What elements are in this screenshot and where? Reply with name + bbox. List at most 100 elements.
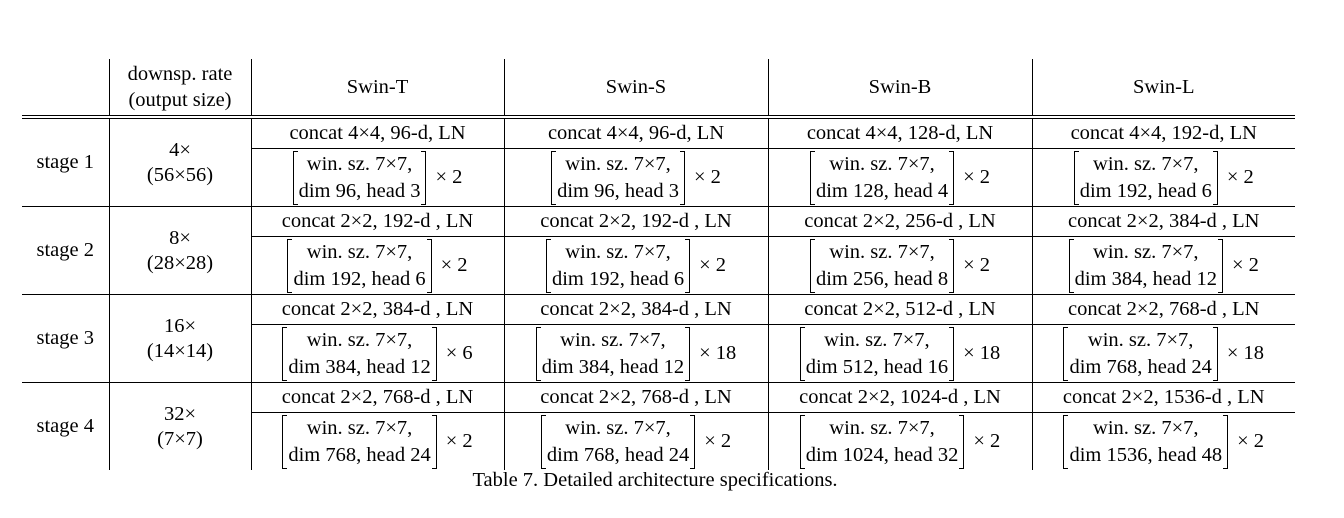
block-cell: win. sz. 7×7, dim 768, head 24 × 2: [503, 412, 768, 470]
block-dim-head: dim 1536, head 48: [1069, 443, 1223, 466]
bracket-matrix: win. sz. 7×7, dim 384, head 12: [535, 326, 691, 381]
stage-label: stage 4: [36, 415, 95, 437]
block-cell: win. sz. 7×7, dim 1536, head 48 × 2: [1031, 412, 1295, 470]
block-dim-head: dim 192, head 6: [1079, 179, 1212, 202]
block-cell: win. sz. 7×7, dim 384, head 12 × 18: [503, 324, 768, 383]
block-window-size: win. sz. 7×7,: [560, 328, 666, 351]
stage-downsample-cell: 32×(7×7): [108, 382, 251, 470]
block-window-size: win. sz. 7×7,: [565, 416, 671, 439]
stage-output-size: (14×14): [146, 339, 214, 362]
block-window-size: win. sz. 7×7,: [306, 152, 413, 175]
concat-cell: concat 2×2, 192-d , LN: [503, 206, 768, 237]
block-window-size: win. sz. 7×7,: [1093, 240, 1199, 263]
block-repeat: × 2: [1237, 430, 1265, 452]
stage-label: stage 3: [22, 294, 109, 383]
stage-downsample-cell: 16×(14×14): [108, 294, 251, 383]
concat-cell: concat 2×2, 768-d , LN: [250, 382, 504, 413]
bracket-matrix: win. sz. 7×7,dim 96, head 3: [551, 150, 685, 205]
block-cell: win. sz. 7×7,dim 256, head 8× 2: [767, 236, 1032, 295]
bracket-matrix: win. sz. 7×7, dim 1536, head 48: [1063, 414, 1229, 469]
concat-cell: concat 2×2, 768-d , LN: [1031, 294, 1295, 325]
concat-cell: concat 2×2, 384-d , LN: [250, 294, 504, 325]
header-swin-s: Swin-S: [503, 59, 768, 119]
bracket-matrix: win. sz. 7×7, dim 384, head 12: [1068, 238, 1223, 293]
block-window-size: win. sz. 7×7,: [829, 240, 935, 263]
bracket-matrix: win. sz. 7×7, dim 256, head 8: [809, 238, 955, 293]
bracket-matrix: win. sz. 7×7,dim 192, head 6: [1073, 150, 1218, 205]
block-dim-head: dim 256, head 8: [815, 267, 949, 290]
block-cell: win. sz. 7×7,dim 768, head 24 × 18: [1031, 324, 1295, 383]
block-spec: win. sz. 7×7, dim 384, head 12 × 18: [535, 326, 737, 381]
block-spec: win. sz. 7×7,dim 1024, head 32× 2: [799, 414, 1000, 469]
block-cell: win. sz. 7×7,dim 192, head 6× 2: [503, 236, 768, 295]
block-dim-head: dim 512, head 16: [805, 355, 949, 378]
block-dim-head: dim 384, head 12: [1074, 267, 1217, 290]
block-dim-head: dim 384, head 12: [288, 355, 431, 378]
stage-label: stage 2: [22, 206, 109, 295]
header-row: downsp. rate (output size) Swin-T Swin-S…: [22, 59, 1295, 119]
header-swin-t: Swin-T: [250, 59, 504, 119]
block-spec: win. sz. 7×7,dim 192, head 6× 2: [545, 238, 726, 293]
block-cell: win. sz. 7×7,dim 384, head 12 × 6: [250, 324, 504, 383]
bracket-matrix: win. sz. 7×7,dim 512, head 16: [799, 326, 955, 381]
stage-rate: 32×: [163, 402, 197, 425]
stage-label: stage 1: [22, 117, 109, 207]
block-window-size: win. sz. 7×7,: [565, 240, 671, 263]
header-downsample-rate: downsp. rate (output size): [108, 59, 251, 119]
block-dim-head: dim 768, head 24: [546, 443, 690, 466]
block-repeat: × 6: [445, 342, 473, 364]
block-repeat: × 2: [445, 430, 473, 452]
block-window-size: win. sz. 7×7,: [306, 240, 413, 263]
block-dim-head: dim 96, head 3: [298, 179, 421, 202]
block-repeat: × 2: [704, 430, 732, 452]
concat-cell: concat 2×2, 384-d , LN: [503, 294, 768, 325]
block-window-size: win. sz. 7×7,: [1093, 416, 1199, 439]
concat-cell: concat 4×4, 96-d, LN: [250, 117, 504, 149]
block-repeat: × 2: [1226, 166, 1254, 188]
block-dim-head: dim 1024, head 32: [805, 443, 959, 466]
concat-cell: concat 2×2, 384-d , LN: [1031, 206, 1295, 237]
block-spec: win. sz. 7×7,dim 256, head 8× 2: [809, 238, 990, 293]
header-downsample-line1: downsp. rate: [127, 63, 233, 85]
block-repeat: × 2: [440, 254, 468, 276]
architecture-table: downsp. rate (output size) Swin-T Swin-S…: [22, 59, 1295, 470]
block-repeat: × 18: [699, 342, 737, 364]
block-cell: win. sz. 7×7,dim 384, head 12× 2: [1031, 236, 1295, 295]
block-window-size: win. sz. 7×7,: [306, 416, 413, 439]
header-swin-b: Swin-B: [767, 59, 1032, 119]
bracket-matrix: win. sz. 7×7,dim 384, head 12: [282, 326, 437, 381]
block-repeat: × 2: [693, 166, 721, 188]
stage-rate: 4×: [169, 138, 191, 161]
concat-cell: concat 2×2, 256-d , LN: [767, 206, 1032, 237]
concat-cell: concat 2×2, 192-d , LN: [250, 206, 504, 237]
bracket-matrix: win. sz. 7×7, dim 96, head 3: [292, 150, 427, 205]
block-dim-head: dim 768, head 24: [288, 443, 431, 466]
block-cell: win. sz. 7×7, dim 96, head 3 × 2: [250, 148, 504, 207]
block-cell: win. sz. 7×7, dim 192, head 6 × 2: [250, 236, 504, 295]
block-cell: win. sz. 7×7,dim 192, head 6 × 2: [1031, 148, 1295, 207]
block-repeat: × 18: [1226, 342, 1265, 364]
block-cell: win. sz. 7×7, dim 768, head 24 × 2: [250, 412, 504, 470]
bracket-matrix: win. sz. 7×7,dim 128, head 4: [809, 150, 955, 205]
header-swin-l: Swin-L: [1031, 59, 1295, 119]
bracket-matrix: win. sz. 7×7,dim 768, head 24: [1063, 326, 1218, 381]
block-cell: win. sz. 7×7,dim 128, head 4× 2: [767, 148, 1032, 207]
bracket-matrix: win. sz. 7×7, dim 768, head 24: [282, 414, 437, 469]
stage-downsample-cell: 4×(56×56): [108, 117, 251, 207]
block-spec: win. sz. 7×7, dim 768, head 24 × 2: [540, 414, 732, 469]
bracket-matrix: win. sz. 7×7, dim 768, head 24: [540, 414, 696, 469]
block-dim-head: dim 192, head 6: [551, 267, 685, 290]
block-spec: win. sz. 7×7,dim 192, head 6 × 2: [1073, 150, 1254, 205]
block-dim-head: dim 384, head 12: [541, 355, 685, 378]
header-downsample-line2: (output size): [128, 89, 232, 111]
block-cell: win. sz. 7×7,dim 1024, head 32× 2: [767, 412, 1032, 470]
block-repeat: × 2: [435, 166, 463, 188]
block-dim-head: dim 192, head 6: [293, 267, 426, 290]
